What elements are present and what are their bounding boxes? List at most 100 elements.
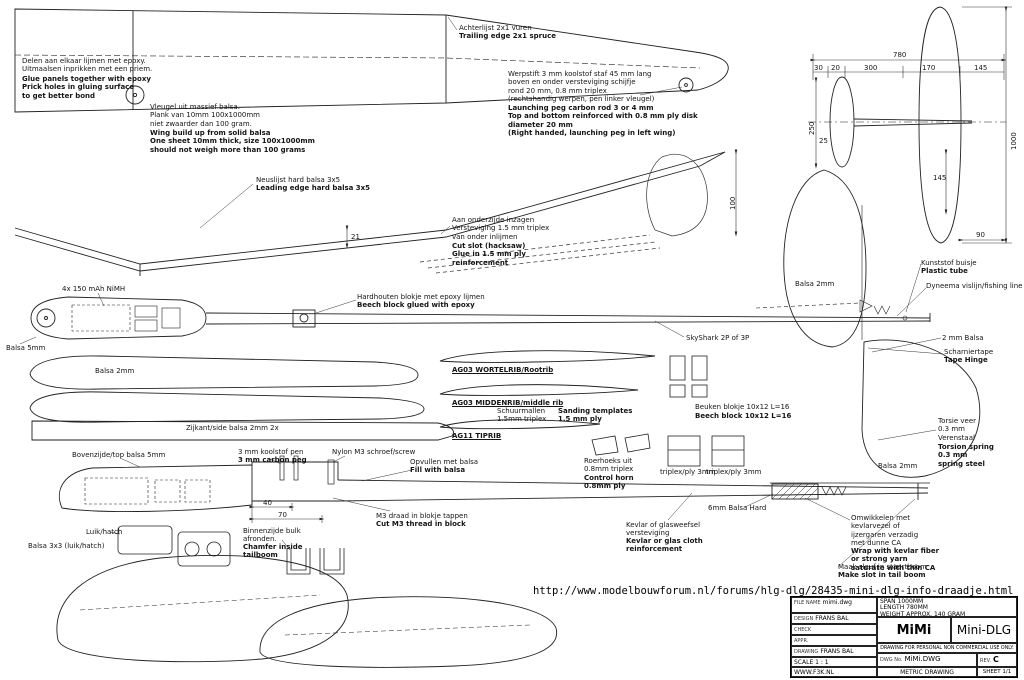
note-wing-nl: Vleugel uit massief balsa. Plank van 10m… [150,103,260,128]
metric-cell: METRIC DRAWING [877,667,977,677]
note-kevlar-nl: Kevlar of glasweefsel versteviging [626,521,701,538]
dwg-label: DWG No. [880,657,903,663]
dim-90: 90 [976,231,985,239]
ply-squares [667,435,745,467]
note-fin-balsa: Balsa 2mm [795,280,835,288]
note-m3-thread-en: Cut M3 thread in block [376,520,466,528]
note-balsa5: Balsa 5mm [6,344,46,352]
note-cut-slot-en: Cut slot (hacksaw) Glue in 1.5 mm ply re… [452,242,526,267]
note-glue-nl: Delen aan elkaar lijmen met epoxy. Uitma… [22,57,153,74]
title-scale-cell: SCALE 1 : 1 [791,657,877,667]
note-tape-hinge-nl: Scharniertape [944,348,994,356]
note-chamfer-nl: Binnenzijde bulk afronden. [243,527,301,544]
dim-25: 25 [819,137,828,145]
appr-label: APPR. [794,638,809,644]
note-tape-hinge-en: Tape Hinge [944,356,988,364]
note-ply3-b: triplex/ply 3mm [706,468,762,476]
note-leading-edge-en: Leading edge hard balsa 3x5 [256,184,371,192]
note-plastic-tube-en: Plastic tube [921,267,968,275]
dim-250: 250 [808,121,816,135]
note-midrib: AG03 MIDDENRIB/middle rib [452,399,564,407]
note-control-horn-en: Control horn 0.8mm ply [584,474,634,491]
dim-780: 780 [893,51,907,59]
note-top-balsa: Bovenzijde/top balsa 5mm [72,451,166,459]
fuselage-side-view [58,455,930,512]
note-launch-peg-nl: Werpstift 3 mm koolstof staf 45 mm lang … [508,70,655,103]
note-battery: 4x 150 mAh NiMH [62,285,126,293]
rev-label: REV. [980,658,991,664]
note-torsion-spring-en: Torsion spring 0.3 mm spring steel [938,443,994,468]
note-balsa2-pod: Balsa 2mm [95,367,135,375]
note-wrap-en: Wrap with kevlar fiber or strong yarn sa… [851,547,940,572]
spec-span: SPAN 1000MM [880,598,924,605]
dwg-cell: DWG No.MiMi.DWG [877,653,977,667]
note-fill-balsa-en: Fill with balsa [410,466,466,474]
note-hatch: Luik/hatch [86,528,123,536]
note-rootrib: AG03 WORTELRIB/Rootrib [452,366,554,374]
leader-lines [19,16,944,568]
dim-145-chord: 145 [933,174,947,182]
note-side-balsa: Zijkant/side balsa 2mm 2x [186,424,279,432]
note-slot-tailboom-en: Make slot in tail boom [838,571,926,579]
note-chamfer-en: Chamfer inside tailboom [243,543,303,560]
note-trailing-edge-en: Trailing edge 2x1 spruce [459,32,556,40]
file-value: mimi.dwg [822,599,852,606]
note-fill-balsa-nl: Opvullen met balsa [410,458,479,466]
scale-value: SCALE 1 : 1 [794,659,829,666]
dwg-value: MiMi.DWG [904,655,941,663]
title-specs-cell: SPAN 1000MM LENGTH 780MM WEIGHT APPROX. … [877,597,1017,617]
check-label: CHECK [794,627,812,633]
dim-30: 30 [814,64,823,72]
fin-side-view [783,169,867,348]
note-balsa6: 6mm Balsa Hard [708,504,767,512]
note-balsa2-edge: 2 mm Balsa [942,334,984,342]
note-leading-edge-nl: Neuslijst hard balsa 3x5 [256,176,341,184]
note-tiprib: AG11 TIPRIB [452,432,502,440]
note-beech-block-nl: Beuken blokje 10x12 L=16 [695,403,790,411]
note-sanding-nl: Schuurmallen 1.5mm triplex [497,407,547,424]
design-value: FRANS BAL [815,615,849,622]
dim-21: 21 [351,233,360,241]
note-trailing-edge-nl: Achterlijst 2x1 vuren [459,24,532,32]
wing-sheet-templates [56,554,558,668]
note-carbon-peg-nl: 3 mm koolstof pen [238,448,304,456]
note-launch-peg-en: Launching peg carbon rod 3 or 4 mm Top a… [508,104,698,137]
note-ply3-a: triplex/ply 3mm [660,468,716,476]
note-wing-en: Wing build up from solid balsa One sheet… [150,129,315,154]
spec-weight: WEIGHT APPROX. 140 GRAM [880,610,966,617]
wing-front-view [14,151,726,276]
hatch-parts [117,525,345,575]
rib-templates [439,350,656,430]
dim-1000: 1000 [1010,132,1018,150]
note-torsion-spring-nl: Torsie veer 0.3 mm Verenstaal [938,417,977,442]
note-beech-epoxy-en: Beech block glued with epoxy [357,301,475,309]
rudder-side-view [861,339,981,478]
dim-40: 40 [263,499,272,507]
control-horn-parts [591,433,651,456]
note-beech-block-en: Beech block 10x12 L=16 [695,412,792,420]
rev-cell: REV.C [977,653,1017,667]
fuselage-plan-view [30,296,931,340]
note-carbon-peg-en: 3 mm carbon peg [238,456,307,464]
note-nylon-screw: Nylon M3 schroef/screw [332,448,416,456]
file-label: FILE NAME [794,600,821,606]
dim-300: 300 [864,64,878,72]
dimension-lines [249,6,1012,523]
note-control-horn-nl: Roerhoeks uit 0.8mm triplex [584,457,634,474]
tail-plan-view [808,6,1006,244]
usage-note: DRAWING FOR PERSONAL NON COMMERCIAL USE … [877,643,1017,653]
beech-block-views [669,355,708,398]
note-skyshark: SkyShark 2P of 3P [686,334,750,342]
title-check-cell: CHECK [791,624,877,635]
dim-20: 20 [831,64,840,72]
note-cut-slot-nl: Aan onderzijde inzagen Versteviging 1.5 … [452,216,550,241]
dim-70: 70 [278,511,287,519]
note-wrap-nl: Omwikkelen met kevlarvezel of ijzergaren… [851,514,919,547]
spec-length: LENGTH 780MM [880,604,928,612]
title-appr-cell: APPR. [791,635,877,646]
pod-side-templates [29,355,454,441]
dim-145-top: 145 [974,64,988,72]
site-value: WWW.F3K.NL [794,669,834,676]
